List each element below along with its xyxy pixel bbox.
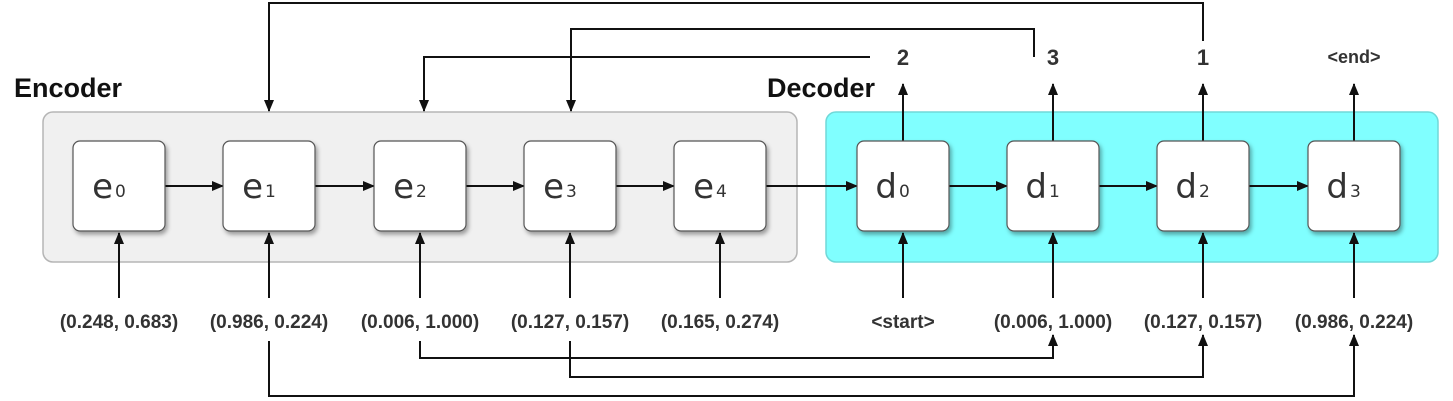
encoder-cell-e4-symbol: e [693, 167, 714, 207]
decoder-output-label-0: 2 [897, 45, 909, 70]
feed-arrow-e3-to-d2 [569, 334, 1208, 378]
encoder-cell-e3-subscript: 3 [566, 182, 577, 202]
encoder-title: Encoder [14, 73, 123, 103]
decoder-cell-d2-box [1156, 140, 1250, 232]
decoder-input-label-1: (0.006, 1.000) [994, 312, 1112, 333]
encoder-cell-e1-subscript: 1 [265, 182, 276, 202]
encoder-cell-e4-box [673, 140, 767, 232]
decoder-cell-d3-subscript: 3 [1350, 182, 1361, 202]
decoder-input-label-0: <start> [871, 312, 934, 333]
decoder-cell-d0-subscript: 0 [899, 182, 910, 202]
decoder-cell-d2-symbol: d [1175, 167, 1197, 207]
encoder-cell-e4-subscript: 4 [716, 182, 727, 202]
encoder-input-label-3: (0.127, 0.157) [511, 312, 629, 333]
connectors [114, 2, 1359, 397]
encoder-cell-e2-subscript: 2 [416, 182, 427, 202]
encoder-cell-e2-box [373, 140, 467, 232]
encoder-cell-e2-symbol: e [393, 167, 414, 207]
encoder-cell-e3-box [523, 140, 617, 232]
pointer-arrow-output-2 [419, 56, 870, 112]
feed-arrow-e2-to-d1 [419, 334, 1058, 359]
pointer-arrow-output-3 [566, 28, 1035, 112]
decoder-input-label-2: (0.127, 0.157) [1144, 312, 1262, 333]
decoder-output-label-1: 3 [1047, 45, 1059, 70]
labels: (0.248, 0.683) (0.986, 0.224) (0.006, 1.00… [60, 45, 1413, 333]
decoder-cell-d1-subscript: 1 [1049, 182, 1060, 202]
encoder-cell-e3-symbol: e [543, 167, 564, 207]
decoder-cell-d2-subscript: 2 [1199, 182, 1210, 202]
decoder-input-label-3: (0.986, 0.224) [1295, 312, 1413, 333]
encoder-input-label-0: (0.248, 0.683) [60, 312, 178, 333]
pointer-arrow-output-1 [264, 2, 1204, 112]
decoder-cell-d0-symbol: d [875, 167, 897, 207]
encoder-cell-e0-symbol: e [92, 167, 113, 207]
decoder-cell-d1-symbol: d [1025, 167, 1047, 207]
encoder-input-label-2: (0.006, 1.000) [361, 312, 479, 333]
encoder-cell-e1-symbol: e [242, 167, 263, 207]
decoder-cell-d0-box [856, 140, 950, 232]
decoder-cell-d3-box [1307, 140, 1401, 232]
encoder-cell-e1-box [222, 140, 316, 232]
decoder-output-label-2: 1 [1197, 45, 1209, 70]
encoder-input-label-4: (0.165, 0.274) [661, 312, 779, 333]
decoder-output-label-3: <end> [1327, 47, 1380, 67]
feed-arrow-e1-to-d3 [268, 334, 1359, 397]
decoder-cell-d1-box [1006, 140, 1100, 232]
decoder-title: Decoder [767, 73, 876, 103]
encoder-cell-e0-box [72, 140, 166, 232]
encoder-cell-e0-subscript: 0 [115, 182, 126, 202]
encoder-input-label-1: (0.986, 0.224) [210, 312, 328, 333]
decoder-cell-d3-symbol: d [1326, 167, 1348, 207]
